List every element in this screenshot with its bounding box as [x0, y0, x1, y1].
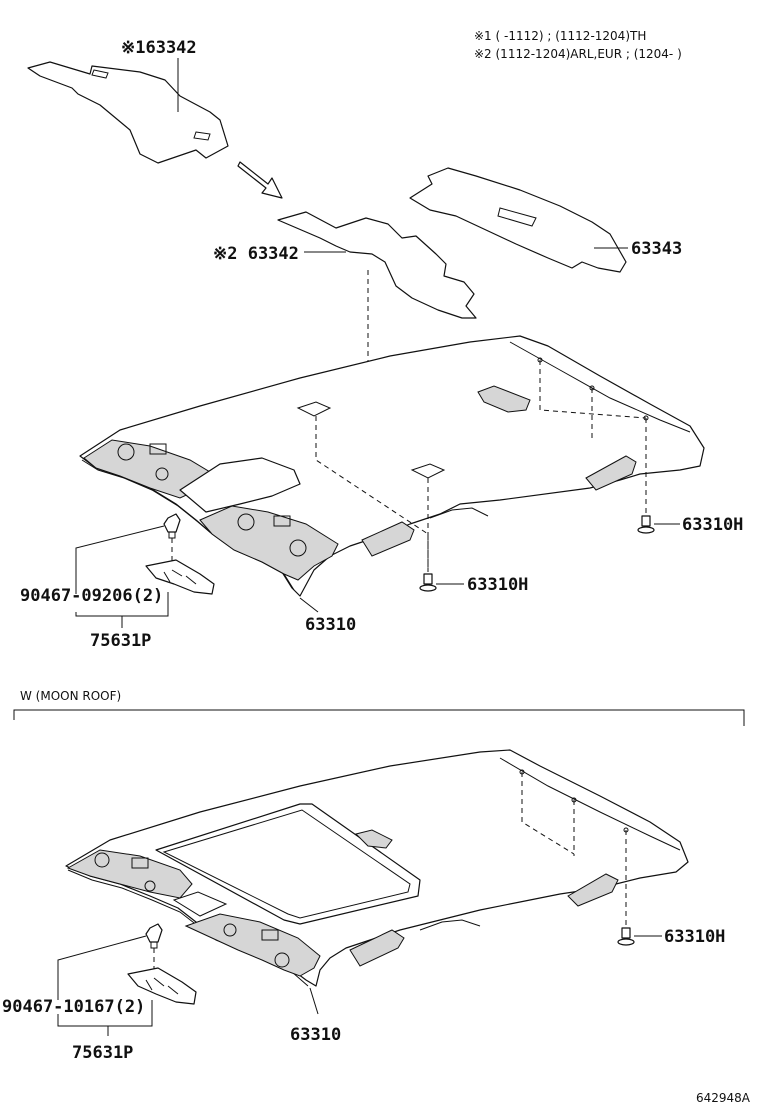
dashed-clip-guide-moon-roof — [521, 772, 627, 930]
label-63310h-moon-roof[interactable]: 63310H — [664, 927, 725, 947]
section-bracket-moon-roof — [13, 709, 745, 726]
leader-63310-top — [299, 597, 319, 613]
insulator-63342-variant-2 — [277, 211, 477, 319]
screw-90467-09206 — [163, 513, 181, 539]
dashed-clip-guide-rear — [539, 360, 647, 518]
figure-code: 642948A — [696, 1091, 751, 1105]
leader-screw-moon-roof-b — [57, 1000, 153, 1027]
label-63342-variant-1[interactable]: ※163342 — [121, 38, 197, 58]
label-75631p-top[interactable]: 75631P — [90, 631, 151, 651]
leader-63310-moon-roof — [309, 987, 319, 1015]
leader-screw-moon-roof-a — [57, 935, 147, 1000]
direction-arrow-icon — [237, 161, 283, 199]
lamp-bracket-75631p-top — [145, 559, 215, 595]
insulator-63342-variant-1 — [27, 61, 229, 164]
label-63343[interactable]: 63343 — [631, 239, 682, 259]
leader-screw-top-a — [75, 525, 165, 594]
headliner-63310 — [79, 335, 705, 597]
headliner-63310-moon-roof — [65, 749, 689, 987]
label-63310h-right[interactable]: 63310H — [682, 515, 743, 535]
dashed-clip-guide-center — [315, 416, 429, 572]
lamp-bracket-75631p-moon-roof — [127, 967, 197, 1005]
applicability-note-1: ※1 ( -1112) ; (1112-1204)TH — [474, 29, 646, 43]
label-90467-09206[interactable]: 90467-09206(2) — [20, 586, 163, 606]
label-63310-moon-roof[interactable]: 63310 — [290, 1025, 341, 1045]
insulator-63343 — [409, 167, 627, 273]
label-63310h-center[interactable]: 63310H — [467, 575, 528, 595]
screw-90467-10167 — [145, 923, 163, 949]
clip-63310h-right — [637, 515, 655, 534]
section-title-moon-roof: W (MOON ROOF) — [20, 689, 121, 703]
label-75631p-moon-roof[interactable]: 75631P — [72, 1043, 133, 1063]
clip-63310h-center — [419, 573, 437, 592]
label-90467-10167[interactable]: 90467-10167(2) — [2, 997, 145, 1017]
label-63342-variant-2[interactable]: ※2 63342 — [213, 244, 299, 264]
applicability-note-2: ※2 (1112-1204)ARL,EUR ; (1204- ) — [474, 47, 682, 61]
label-63310-top[interactable]: 63310 — [305, 615, 356, 635]
clip-63310h-moon-roof — [617, 927, 635, 946]
